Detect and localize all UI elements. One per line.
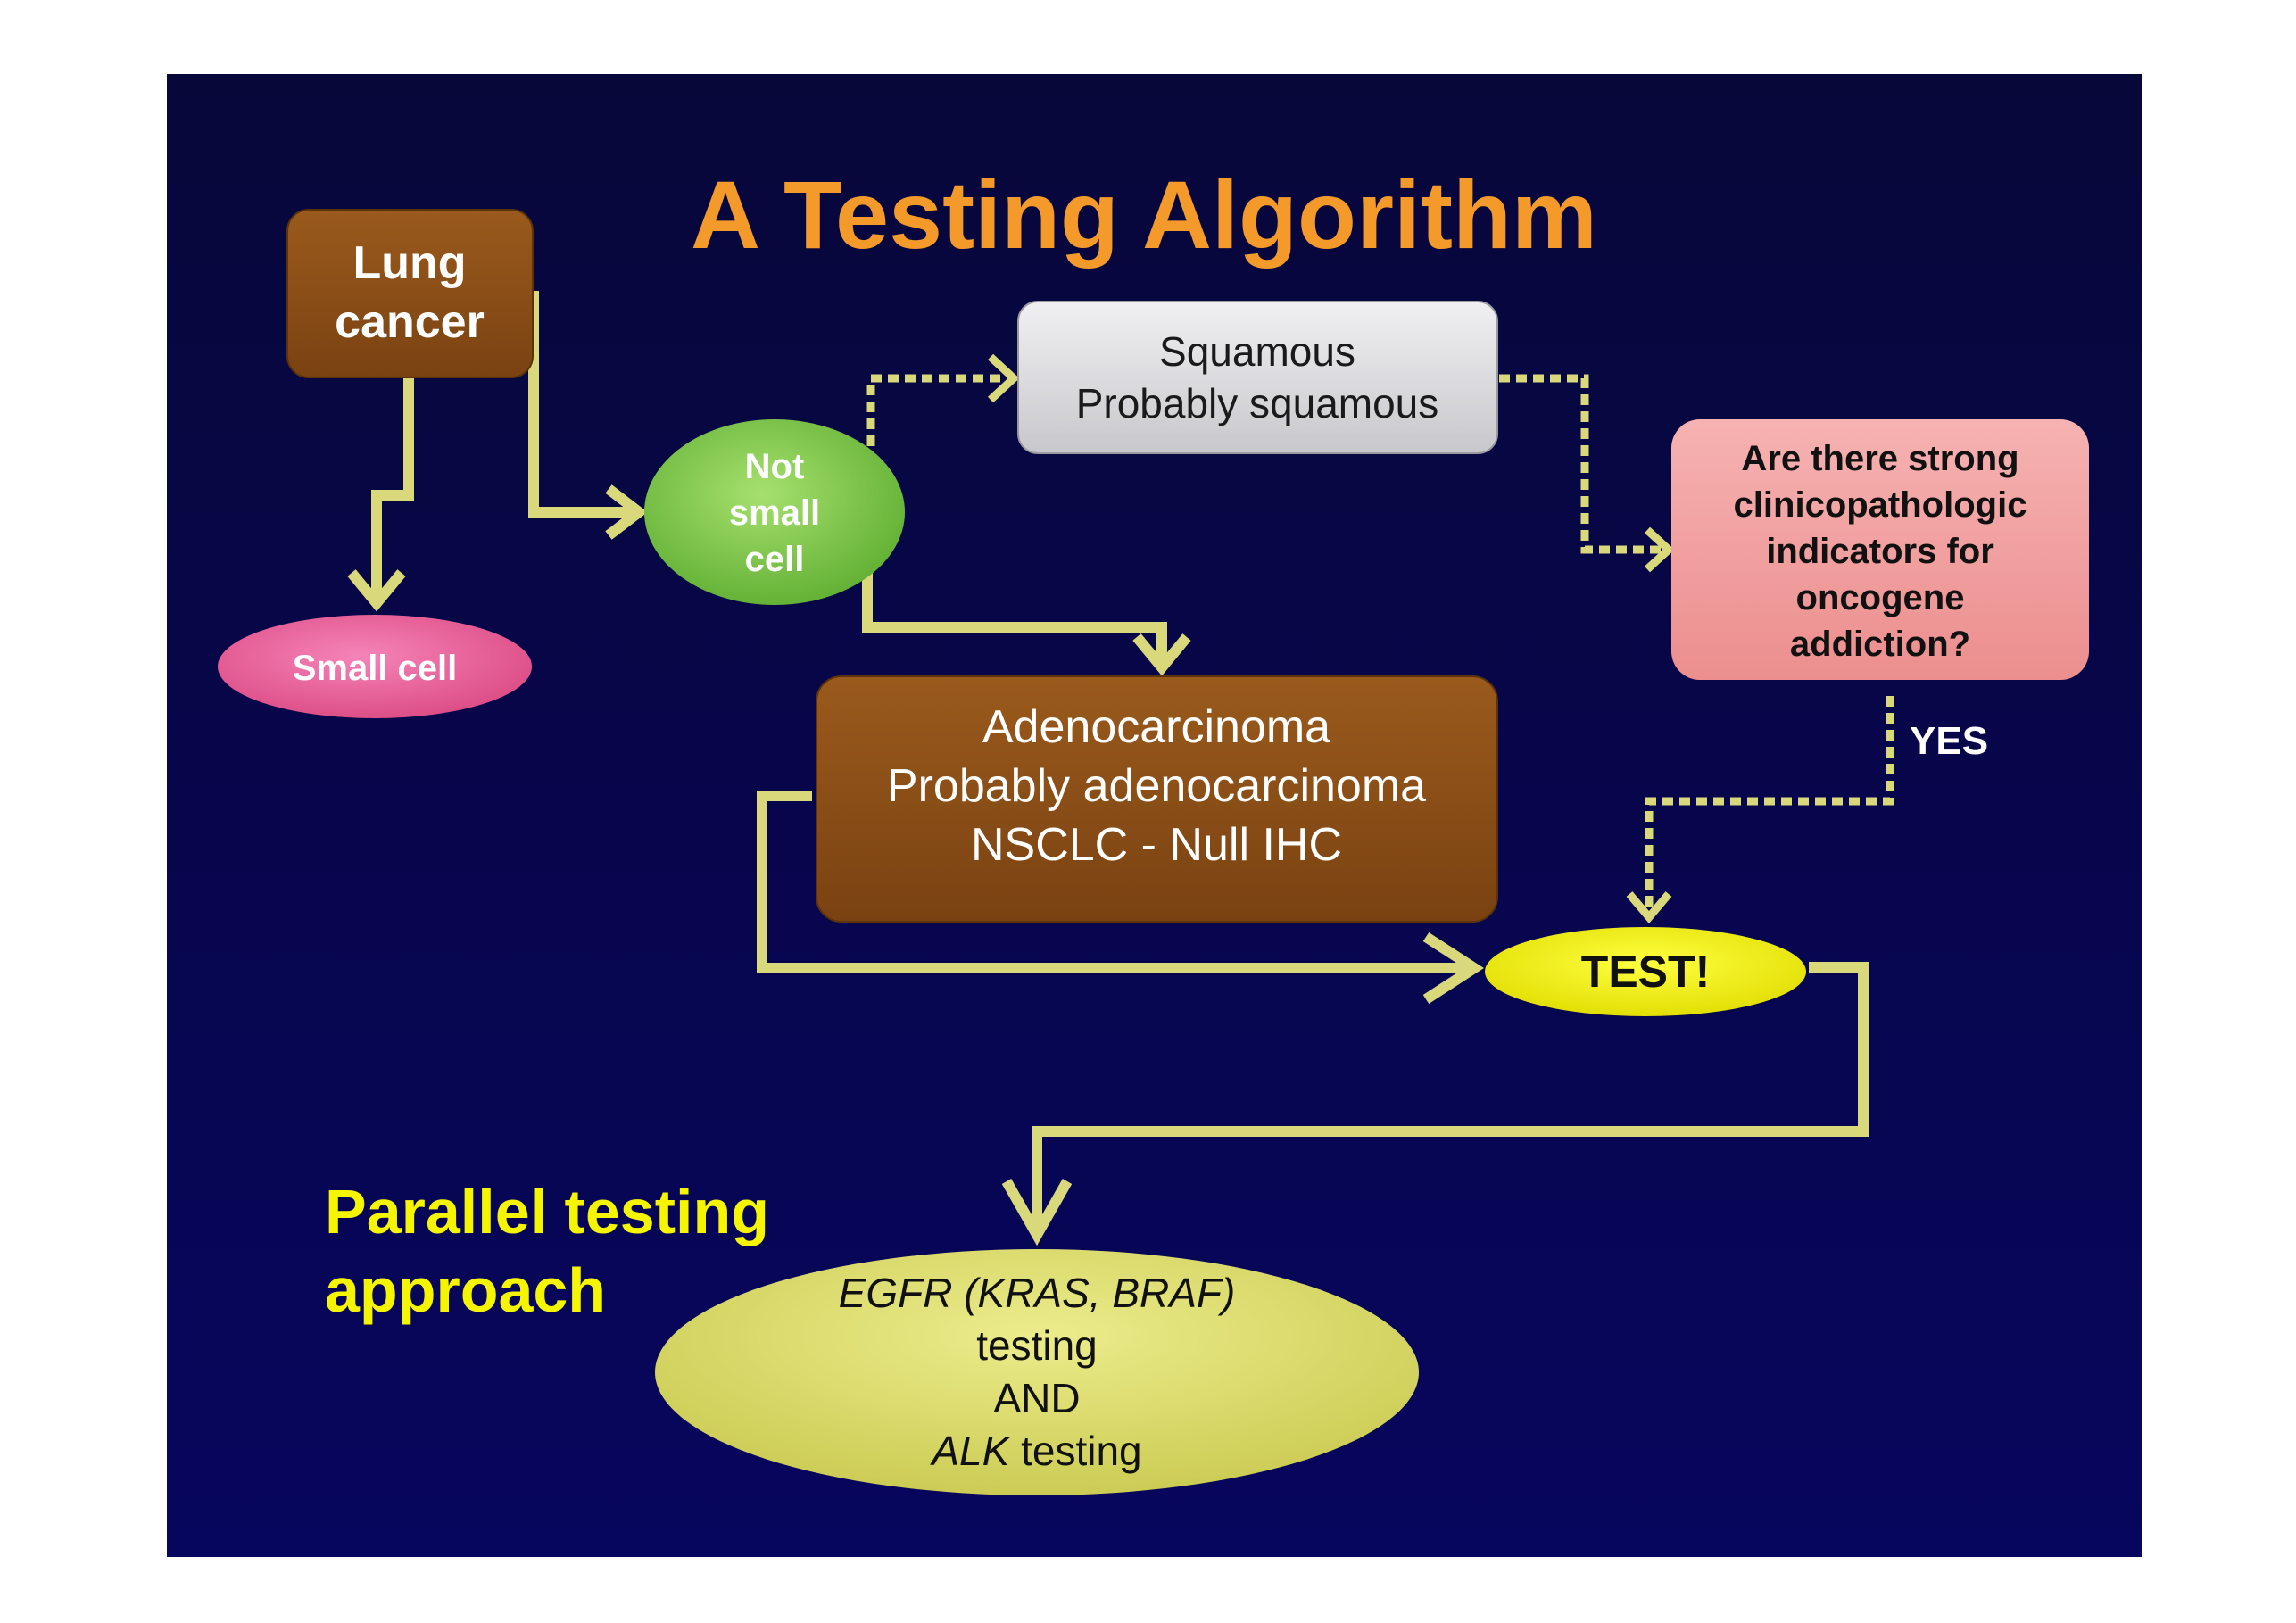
connector-indicators-to-test xyxy=(1645,696,1894,910)
arrowhead-nsc xyxy=(605,484,648,540)
arrowhead-final xyxy=(1001,1179,1073,1246)
final-line-4-italic: ALK xyxy=(929,1428,1011,1474)
indicators-line-1: Are there strong xyxy=(1741,439,2018,478)
nsc-line-3: cell xyxy=(745,540,805,579)
node-final: EGFR (KRAS, BRAF) testing AND ALK testin… xyxy=(655,1249,1419,1495)
nsc-line-1: Not xyxy=(745,447,805,486)
final-line-2: testing xyxy=(976,1322,1098,1369)
arrowhead-test xyxy=(1422,932,1485,1005)
connector-nsc-to-squamous xyxy=(866,374,1008,446)
node-small-cell: Small cell xyxy=(218,615,532,718)
indicators-line-4: oncogene xyxy=(1796,578,1965,617)
nsc-line-2: small xyxy=(729,493,820,533)
squamous-line-1: Squamous xyxy=(1159,328,1355,375)
final-line-3: AND xyxy=(993,1375,1080,1421)
node-lung-cancer: Lung cancer xyxy=(286,209,534,378)
arrowhead-test-yes xyxy=(1626,891,1672,923)
connector-test-to-final xyxy=(1032,962,1869,1231)
small-cell-label: Small cell xyxy=(293,649,458,688)
adeno-line-3: NSCLC - Null IHC xyxy=(971,819,1342,871)
parallel-label-line-1: Parallel testing xyxy=(325,1177,769,1246)
indicators-line-5: addiction? xyxy=(1790,625,1970,664)
connectors xyxy=(347,291,1869,1246)
arrowhead-adeno xyxy=(1132,633,1191,676)
indicators-line-2: clinicopathologic xyxy=(1734,485,2027,525)
slide-title: A Testing Algorithm xyxy=(691,161,1597,269)
lung-cancer-line-2: cancer xyxy=(335,296,485,348)
lung-cancer-line-1: Lung xyxy=(352,237,466,289)
connector-adeno-to-test xyxy=(757,791,1471,973)
adeno-line-2: Probably adenocarcinoma xyxy=(887,760,1426,812)
node-adenocarcinoma: Adenocarcinoma Probably adenocarcinoma N… xyxy=(816,675,1498,923)
final-line-1: EGFR (KRAS, BRAF) xyxy=(839,1270,1236,1316)
arrowhead-small-cell xyxy=(347,569,406,612)
node-indicators: Are there strong clinicopathologic indic… xyxy=(1671,419,2089,680)
squamous-line-2: Probably squamous xyxy=(1076,380,1439,426)
parallel-label-line-2: approach xyxy=(325,1255,606,1325)
node-test: TEST! xyxy=(1485,927,1806,1016)
yes-label: YES xyxy=(1910,719,1988,763)
connector-lung-to-nsc xyxy=(528,291,635,518)
arrowhead-indicators xyxy=(1644,526,1675,573)
connector-lung-to-small xyxy=(371,377,414,598)
node-squamous: Squamous Probably squamous xyxy=(1017,301,1498,454)
final-line-4-rest: testing xyxy=(1009,1428,1141,1474)
node-not-small-cell: Not small cell xyxy=(644,419,905,605)
connector-nsc-to-adeno xyxy=(862,571,1167,664)
connector-squamous-to-indicators xyxy=(1499,374,1662,554)
final-line-4: ALK testing xyxy=(929,1428,1141,1474)
dotted-connectors xyxy=(866,374,1894,910)
test-label: TEST! xyxy=(1581,947,1710,997)
indicators-line-3: indicators for xyxy=(1766,532,1994,571)
arrowhead-squamous xyxy=(987,353,1020,403)
adeno-line-1: Adenocarcinoma xyxy=(982,701,1330,753)
dotted-arrowheads xyxy=(987,353,1675,923)
